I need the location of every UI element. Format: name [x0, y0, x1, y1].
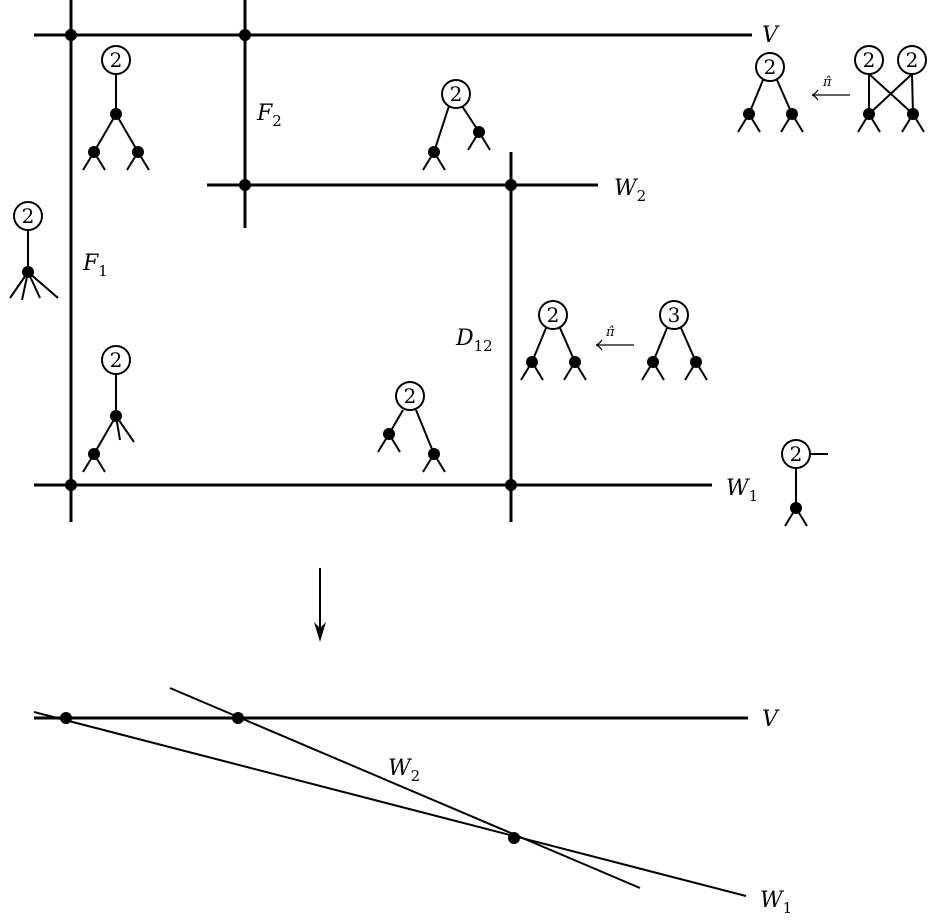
- tree-v-right-source: 2 2: [854, 45, 927, 133]
- svg-text:2: 2: [863, 48, 876, 72]
- svg-text:2: 2: [404, 384, 417, 408]
- intersection-point: [239, 179, 251, 191]
- tree-left-f1: 2: [9, 201, 59, 301]
- svg-text:2: 2: [764, 55, 777, 79]
- pi-hat-arrow: π̂: [811, 75, 850, 101]
- label-w1: W1: [726, 476, 758, 505]
- intersection-point: [65, 479, 77, 491]
- tree-v-f1: 2: [82, 45, 150, 171]
- svg-text:2: 2: [110, 348, 123, 372]
- intersection-point: [60, 712, 72, 724]
- svg-text:2: 2: [790, 442, 803, 466]
- tree-w2-region: 2: [422, 79, 491, 171]
- bottom-diagram: V W2 W1: [33, 687, 792, 917]
- intersection-point: [505, 179, 517, 191]
- label-v: V: [762, 23, 780, 48]
- label-w2: W2: [614, 176, 646, 205]
- svg-text:2: 2: [547, 303, 560, 327]
- intersection-point: [508, 832, 520, 844]
- intersection-point: [505, 479, 517, 491]
- top-diagram: V W2 W1 F1 F2 D12 2 2: [9, 0, 927, 527]
- label-w2: W2: [388, 756, 420, 785]
- line-w1: [33, 711, 747, 897]
- label-d12: D12: [455, 326, 493, 355]
- tree-w1-right: 2: [781, 439, 828, 527]
- intersection-point: [65, 29, 77, 41]
- svg-text:2: 2: [22, 204, 35, 228]
- label-w1: W1: [760, 888, 792, 917]
- svg-text:2: 2: [450, 82, 463, 106]
- down-arrow: [314, 568, 326, 642]
- intersection-point: [239, 29, 251, 41]
- svg-text:π̂: π̂: [605, 325, 615, 340]
- tree-d12-right: 2: [520, 300, 587, 381]
- label-v: V: [762, 707, 780, 732]
- tree-d12-right-source: 3: [641, 300, 708, 381]
- svg-text:2: 2: [110, 48, 123, 72]
- pi-hat-arrow: π̂: [595, 325, 634, 351]
- svg-text:3: 3: [668, 303, 681, 327]
- svg-text:π̂: π̂: [822, 75, 832, 90]
- label-f1: F1: [82, 251, 108, 280]
- tree-v-right: 2: [737, 52, 804, 133]
- tree-w1-f1: 2: [82, 345, 135, 473]
- tree-w1-d12: 2: [377, 381, 446, 473]
- intersection-point: [232, 712, 244, 724]
- label-f2: F2: [256, 101, 282, 130]
- line-w2: [169, 687, 641, 889]
- svg-text:2: 2: [906, 48, 919, 72]
